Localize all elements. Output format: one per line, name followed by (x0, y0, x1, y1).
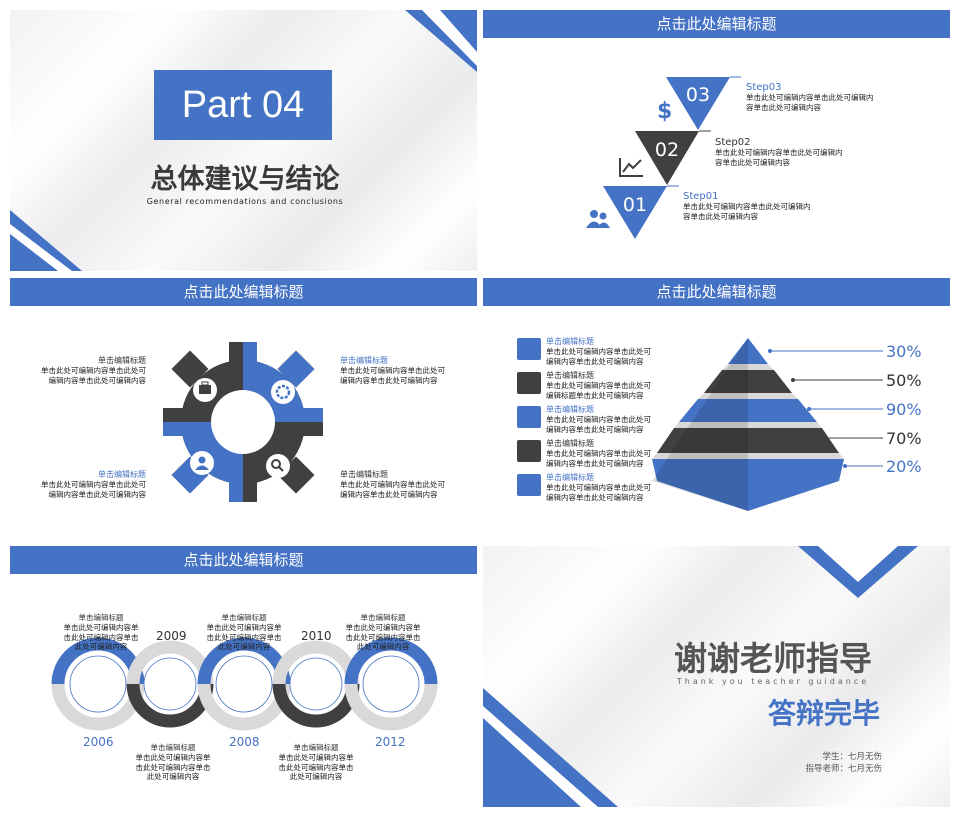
step-triangles: $ (586, 76, 741, 239)
pct-1: 30% (886, 342, 922, 361)
timeline-item-1-title: 单击编辑标题 (78, 613, 124, 622)
gear-item-4-title: 单击编辑标题 (340, 470, 388, 479)
pyramid-item-4: 单击编辑标题 单击此处可编辑内容单击此处可编辑内容单击此处可编辑内容 (546, 438, 656, 468)
slide-pyramid: 点击此处编辑标题 单击编辑标题 单击此处可编辑内容单击此处可编辑内容单击此处可编… (483, 278, 950, 539)
year-2009: 2009 (156, 629, 187, 643)
timeline-item-2: 单击编辑标题 单击此处可编辑内容单击此处可编辑内容单击此处可编辑内容 (134, 742, 212, 782)
step03-text-block: Step03 单击此处可编辑内容单击此处可编辑内容单击此处可编辑内容 (746, 82, 876, 112)
chart-trend-icon (619, 158, 643, 177)
timeline-item-5-text: 单击此处可编辑内容单击此处可编辑内容单击此处可编辑内容 (345, 623, 421, 651)
pyramid-item-3: 单击编辑标题 单击此处可编辑内容单击此处可编辑内容单击此处可编辑内容 (546, 404, 656, 434)
slide-steps: 点击此处编辑标题 $ 03 02 01 Step03 单击此处可编辑内容单击此处… (483, 10, 950, 271)
year-2006: 2006 (83, 735, 114, 749)
timeline-item-5: 单击编辑标题 单击此处可编辑内容单击此处可编辑内容单击此处可编辑内容 (344, 612, 422, 652)
student-name: 学生：七月无伤 (822, 752, 882, 762)
section-subtitle: General recommendations and conclusions (146, 197, 344, 206)
corner-decoration (10, 10, 477, 271)
timeline-item-4: 单击编辑标题 单击此处可编辑内容单击此处可编辑内容单击此处可编辑内容 (277, 742, 355, 782)
step02-text: 单击此处可编辑内容单击此处可编辑内容单击此处可编辑内容 (715, 148, 843, 167)
step03-triangle (666, 77, 730, 130)
timeline-item-1: 单击编辑标题 单击此处可编辑内容单击此处可编辑内容单击此处可编辑内容 (62, 612, 140, 652)
pyramid-item-5-title: 单击编辑标题 (546, 473, 594, 482)
timeline-item-5-title: 单击编辑标题 (360, 613, 406, 622)
advisor-name: 指导老师：七月无伤 (805, 764, 882, 774)
thanks-title: 谢谢老师指导 (674, 639, 872, 678)
pyramid-item-3-text: 单击此处可编辑内容单击此处可编辑内容单击此处可编辑内容 (546, 415, 651, 434)
pyramid-item-3-title: 单击编辑标题 (546, 405, 594, 414)
pyramid-item-5: 单击编辑标题 单击此处可编辑内容单击此处可编辑内容单击此处可编辑内容 (546, 472, 656, 502)
timeline-item-1-text: 单击此处可编辑内容单击此处可编辑内容单击此处可编辑内容 (63, 623, 139, 651)
timeline-item-2-title: 单击编辑标题 (150, 743, 196, 752)
pct-2: 50% (886, 371, 922, 390)
corner-decoration (483, 546, 918, 807)
slide-timeline: 点击此处编辑标题 2006 2009 2008 2010 2012 单击编辑标题… (10, 546, 477, 807)
gear-item-2-title: 单击编辑标题 (340, 356, 388, 365)
step03-label: Step03 (746, 82, 782, 93)
timeline-item-3-text: 单击此处可编辑内容单击此处可编辑内容单击此处可编辑内容 (206, 623, 282, 651)
step02-label: Step02 (715, 137, 751, 148)
pyramid-item-2-title: 单击编辑标题 (546, 371, 594, 380)
pyramid-item-2-text: 单击此处可编辑内容单击此处可编辑标题单击此处可编辑内容 (546, 381, 651, 400)
slide-header[interactable]: 点击此处编辑标题 (483, 10, 950, 38)
year-2010: 2010 (301, 629, 332, 643)
step01-triangle (603, 186, 667, 239)
step02-triangle (635, 131, 699, 185)
year-2008: 2008 (229, 735, 260, 749)
year-2012: 2012 (375, 735, 406, 749)
slide-header[interactable]: 点击此处编辑标题 (10, 546, 477, 574)
gear-item-4: 单击编辑标题 单击此处可编辑内容单击此处可编辑内容单击此处可编辑内容 (340, 469, 448, 499)
slide-part04: Part 04 总体建议与结论 General recommendations … (10, 10, 477, 271)
step03-number: 03 (685, 84, 711, 106)
step01-label: Step01 (683, 191, 719, 202)
gear-small-icon (271, 380, 295, 404)
gear-item-1-text: 单击此处可编辑内容单击此处可编辑内容单击此处可编辑内容 (41, 366, 146, 385)
search-icon (266, 454, 290, 478)
pct-3: 90% (886, 400, 922, 419)
gear-item-1: 单击编辑标题 单击此处可编辑内容单击此处可编辑内容单击此处可编辑内容 (38, 355, 146, 385)
gear-item-2: 单击编辑标题 单击此处可编辑内容单击此处可编辑内容单击此处可编辑内容 (340, 355, 448, 385)
pyramid-item-1-title: 单击编辑标题 (546, 337, 594, 346)
step01-text: 单击此处可编辑内容单击此处可编辑内容单击此处可编辑内容 (683, 202, 811, 221)
pyramid-item-1: 单击编辑标题 单击此处可编辑内容单击此处可编辑内容单击此处可编辑内容 (546, 336, 656, 366)
defense-complete: 答辩完毕 (767, 697, 880, 730)
gear-item-3-text: 单击此处可编辑内容单击此处可编辑内容单击此处可编辑内容 (41, 480, 146, 499)
gear-item-3: 单击编辑标题 单击此处可编辑内容单击此处可编辑内容单击此处可编辑内容 (38, 469, 146, 499)
user-icon (190, 451, 214, 475)
users-icon (586, 210, 610, 228)
slide-header[interactable]: 点击此处编辑标题 (483, 278, 950, 306)
slide-header[interactable]: 点击此处编辑标题 (10, 278, 477, 306)
section-title: 总体建议与结论 (150, 164, 340, 195)
pyramid-item-2: 单击编辑标题 单击此处可编辑内容单击此处可编辑标题单击此处可编辑内容 (546, 370, 656, 400)
pyramid-item-5-text: 单击此处可编辑内容单击此处可编辑内容单击此处可编辑内容 (546, 483, 651, 502)
timeline-item-2-text: 单击此处可编辑内容单击此处可编辑内容单击此处可编辑内容 (135, 753, 211, 781)
gear-item-4-text: 单击此处可编辑内容单击此处可编辑内容单击此处可编辑内容 (340, 480, 445, 499)
step02-text-block: Step02 单击此处可编辑内容单击此处可编辑内容单击此处可编辑内容 (715, 137, 845, 167)
pyramid-diagram (517, 338, 883, 511)
timeline-item-4-text: 单击此处可编辑内容单击此处可编辑内容单击此处可编辑内容 (278, 753, 354, 781)
gear-diagram (163, 342, 323, 502)
dollar-icon: $ (657, 99, 672, 124)
pyramid-item-4-text: 单击此处可编辑内容单击此处可编辑内容单击此处可编辑内容 (546, 449, 651, 468)
gear-item-1-title: 单击编辑标题 (98, 356, 146, 365)
timeline-item-4-title: 单击编辑标题 (293, 743, 339, 752)
step01-number: 01 (622, 194, 648, 216)
briefcase-icon (193, 378, 217, 402)
step03-text: 单击此处可编辑内容单击此处可编辑内容单击此处可编辑内容 (746, 93, 874, 112)
thanks-subtitle: Thank you teacher guidance (676, 677, 870, 686)
pct-4: 70% (886, 429, 922, 448)
slide-thanks: 谢谢老师指导 Thank you teacher guidance 答辩完毕 学… (483, 546, 950, 807)
slide-gear: 点击此处编辑标题 单击编辑标题 单击此处可编辑内容单击 (10, 278, 477, 539)
timeline-item-3: 单击编辑标题 单击此处可编辑内容单击此处可编辑内容单击此处可编辑内容 (205, 612, 283, 652)
part-label-box: Part 04 (154, 70, 332, 140)
timeline-diagram (51, 637, 438, 731)
gear-item-3-title: 单击编辑标题 (98, 470, 146, 479)
timeline-item-3-title: 单击编辑标题 (221, 613, 267, 622)
gear-item-2-text: 单击此处可编辑内容单击此处可编辑内容单击此处可编辑内容 (340, 366, 445, 385)
pct-5: 20% (886, 457, 922, 476)
pyramid-item-4-title: 单击编辑标题 (546, 439, 594, 448)
step01-text-block: Step01 单击此处可编辑内容单击此处可编辑内容单击此处可编辑内容 (683, 191, 813, 221)
pyramid-item-1-text: 单击此处可编辑内容单击此处可编辑内容单击此处可编辑内容 (546, 347, 651, 366)
step02-number: 02 (654, 139, 680, 161)
